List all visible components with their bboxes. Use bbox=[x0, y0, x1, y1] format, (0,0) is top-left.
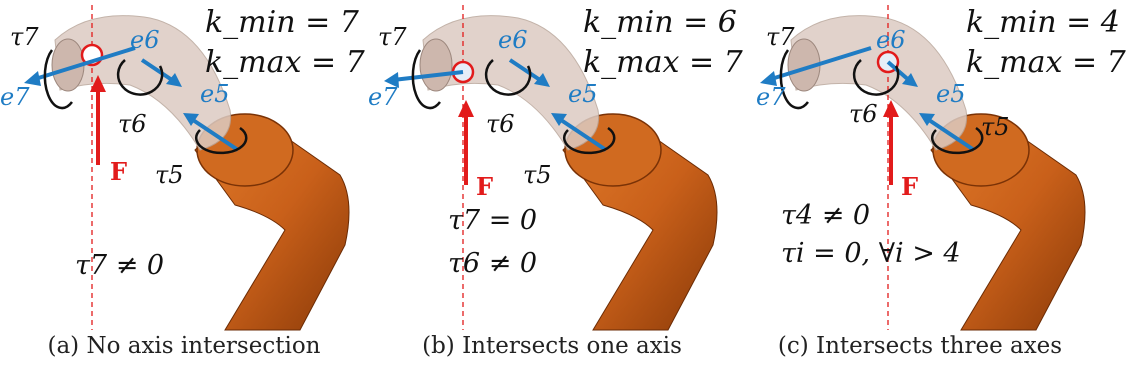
tau6-label: τ6 bbox=[118, 110, 147, 138]
torque-tau6-arrow bbox=[116, 59, 164, 96]
axis-e6-arrowhead bbox=[902, 73, 918, 87]
axis-e6-arrowhead bbox=[166, 73, 182, 87]
e7-label: e7 bbox=[756, 83, 786, 111]
robot-arm-illustration: τ7 e7 e6 e5 τ6 τ5 F bbox=[0, 5, 350, 331]
e6-label: e6 bbox=[130, 26, 159, 54]
panel-b: τ7 e7 e6 e5 τ6 τ5 F k_min = 6 k_max = 7 … bbox=[368, 0, 743, 377]
e7-label: e7 bbox=[0, 83, 30, 111]
axis-e7-arrow bbox=[31, 46, 136, 82]
caption: (b) Intersects one axis bbox=[422, 333, 682, 359]
panel-c: τ7 e7 e6 e5 τ6 τ5 F k_min = 4 k_max = 7 … bbox=[736, 0, 1126, 377]
axis-e5-arrowhead bbox=[183, 113, 199, 126]
caption: (c) Intersects three axes bbox=[777, 333, 1063, 359]
caption: (a) No axis intersection bbox=[47, 333, 321, 359]
torque-tau6-arrow bbox=[484, 59, 532, 96]
torque-tau5-arrow bbox=[195, 126, 248, 155]
kmax-label: k_max = 7 bbox=[583, 45, 743, 80]
torque-tau7-arrow bbox=[43, 49, 74, 110]
axis-e7-arrowhead bbox=[24, 71, 41, 86]
tau5-label: τ5 bbox=[155, 161, 184, 189]
robot-end-flange bbox=[419, 38, 453, 92]
torque-tau6-arrow bbox=[852, 59, 900, 96]
axis-e5-arrowhead bbox=[551, 113, 567, 126]
tau6-label: τ6 bbox=[849, 100, 878, 128]
tau7-label: τ7 bbox=[378, 23, 407, 51]
tau5-label: τ5 bbox=[981, 113, 1010, 141]
axis-e6-arrow bbox=[508, 58, 545, 84]
axis-e7-arrowhead bbox=[760, 71, 777, 86]
axis-e6-arrowhead bbox=[534, 73, 550, 87]
tau7-label: τ7 bbox=[10, 23, 39, 51]
kmin-label: k_min = 7 bbox=[205, 5, 359, 40]
e5-label: e5 bbox=[936, 80, 965, 108]
torque-tau5-arrow bbox=[563, 126, 616, 155]
kmax-label: k_max = 7 bbox=[205, 45, 365, 80]
axis-e7-arrow bbox=[392, 70, 464, 82]
axis-e6-arrow bbox=[140, 58, 177, 84]
axis-e7-arrowhead bbox=[384, 72, 399, 88]
force-arrowhead bbox=[90, 75, 106, 92]
tau6-label: τ6 bbox=[486, 110, 515, 138]
axis-e5-arrow bbox=[924, 116, 976, 152]
kmin-label: k_min = 4 bbox=[966, 5, 1120, 40]
e5-label: e5 bbox=[200, 80, 229, 108]
force-label: F bbox=[110, 157, 127, 186]
force-arrowhead bbox=[883, 100, 899, 117]
e6-label: e6 bbox=[498, 26, 527, 54]
torque-condition-1: τ7 ≠ 0 bbox=[75, 250, 165, 281]
force-label: F bbox=[901, 172, 918, 201]
e7-label: e7 bbox=[368, 83, 398, 111]
tau7-label: τ7 bbox=[766, 23, 795, 51]
robot-arm-illustration: τ7 e7 e6 e5 τ6 τ5 F bbox=[756, 5, 1086, 331]
torque-tau7-arrow bbox=[411, 49, 442, 110]
axis-e5-arrow bbox=[188, 116, 240, 152]
torque-condition-2: τi = 0, ∀i > 4 bbox=[781, 238, 961, 269]
e5-label: e5 bbox=[568, 80, 597, 108]
torque-tau7-arrow bbox=[779, 49, 810, 110]
torque-condition-2: τ6 ≠ 0 bbox=[448, 248, 538, 279]
torque-condition-1: τ7 = 0 bbox=[448, 205, 538, 236]
e6-label: e6 bbox=[876, 26, 905, 54]
torque-condition-1: τ4 ≠ 0 bbox=[781, 200, 871, 231]
torque-tau5-arrow bbox=[931, 126, 984, 155]
axis-e5-arrowhead bbox=[919, 113, 935, 126]
panel-a: τ7 e7 e6 e5 τ6 τ5 F k_min = 7 k_max = 7 … bbox=[0, 0, 368, 377]
force-arrowhead bbox=[458, 100, 474, 117]
kmax-label: k_max = 7 bbox=[966, 45, 1126, 80]
force-label: F bbox=[476, 172, 493, 201]
axis-e5-arrow bbox=[556, 116, 608, 152]
robot-arm-illustration: τ7 e7 e6 e5 τ6 τ5 F bbox=[368, 5, 718, 331]
tau5-label: τ5 bbox=[523, 161, 552, 189]
axis-e7-arrow bbox=[767, 46, 872, 82]
kmin-label: k_min = 6 bbox=[583, 5, 737, 40]
